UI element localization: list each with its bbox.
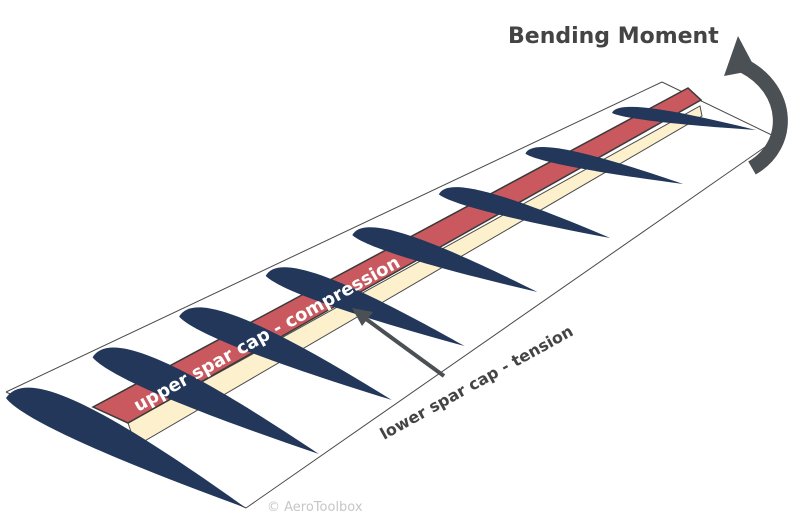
airfoil-rib-4 <box>265 267 465 346</box>
airfoil-rib-8 <box>612 106 757 130</box>
moment-arrow-shaft <box>740 59 788 175</box>
trailing-edge-line <box>245 137 779 509</box>
credit-text: © AeroToolbox <box>267 500 363 515</box>
tension-pointer-shaft <box>364 317 446 378</box>
ribs <box>6 106 757 509</box>
airfoil-rib-1 <box>6 387 247 509</box>
bending-moment-arrow <box>724 36 788 175</box>
moment-arrow-head <box>724 36 756 76</box>
airfoil-rib-6 <box>438 187 611 238</box>
diagram-title: Bending Moment <box>508 24 719 49</box>
airfoil-rib-5 <box>352 227 538 293</box>
leading-edge-line <box>5 81 663 393</box>
airfoil-rib-3 <box>179 307 392 400</box>
tension-pointer-arrow <box>352 308 446 378</box>
tension-pointer-head <box>352 308 373 326</box>
lower-spar-cap-label: lower spar cap - tension <box>377 321 577 443</box>
airfoil-rib-7 <box>525 147 684 185</box>
airfoil-rib-2 <box>92 347 319 454</box>
